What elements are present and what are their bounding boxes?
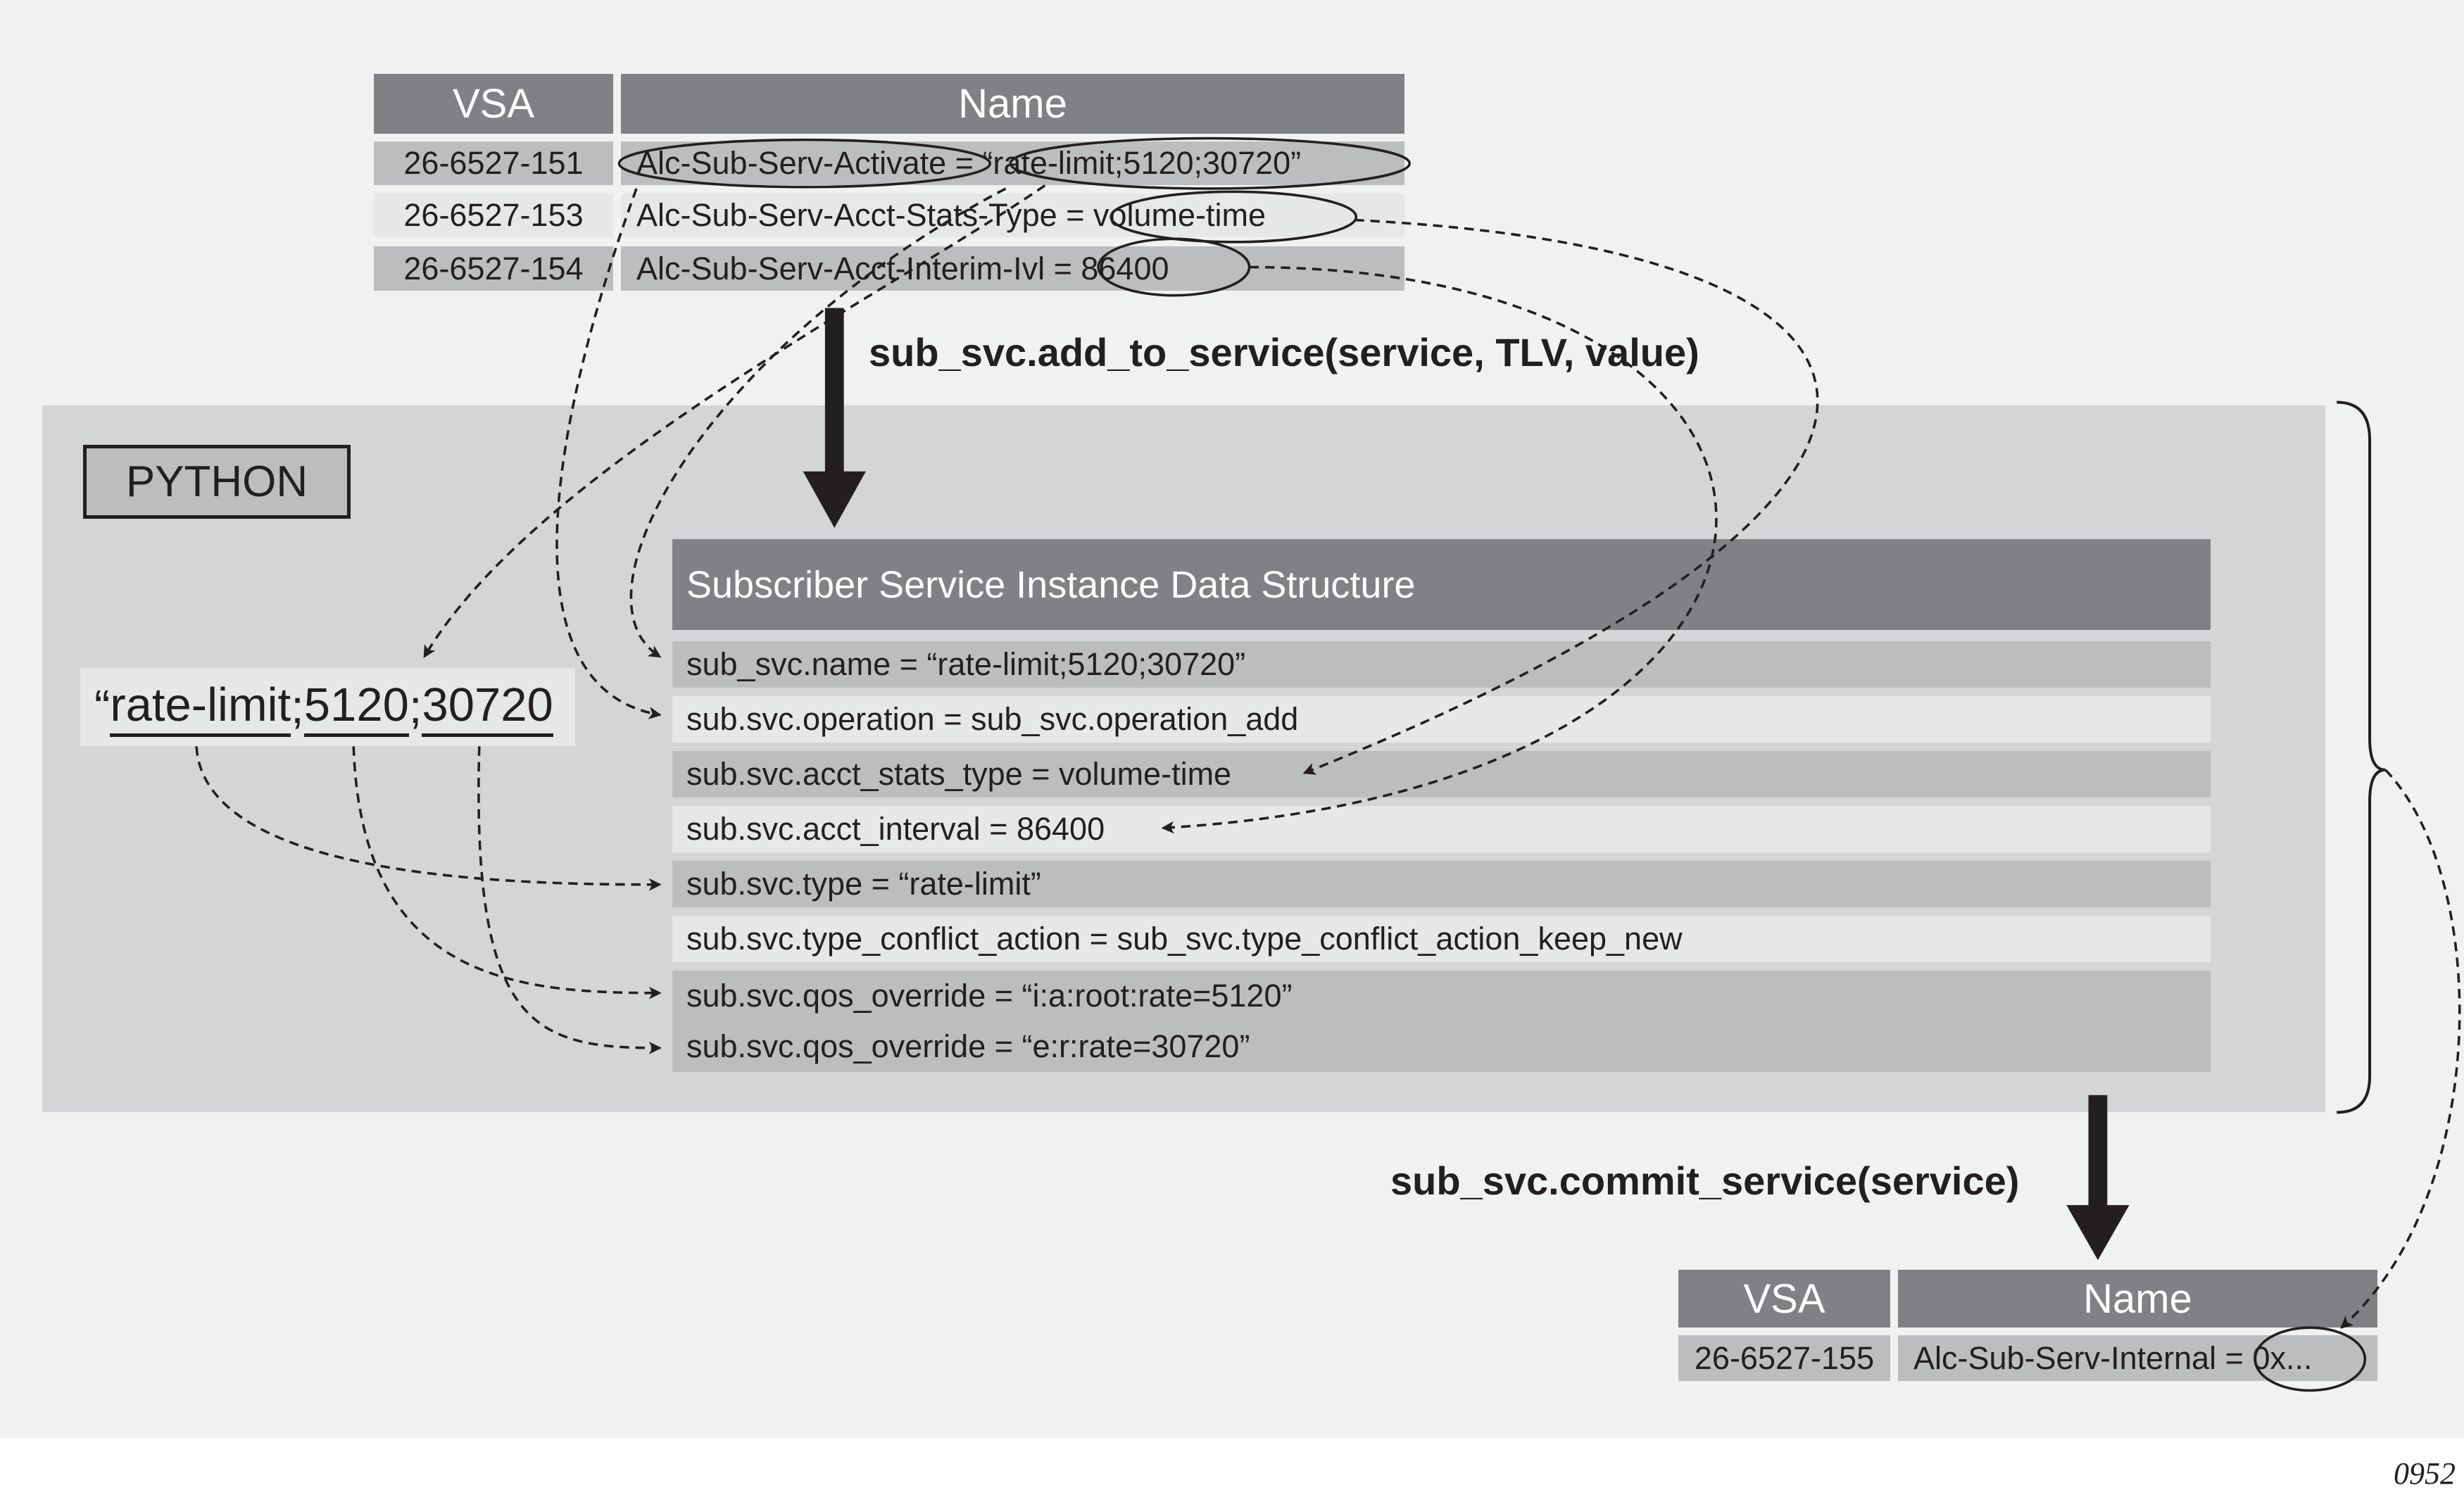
top-table-header-name: Name [621, 74, 1404, 134]
bottom-table-vsa-155: 26-6527-155 [1678, 1335, 1890, 1381]
highlight-activate [617, 138, 992, 189]
dashed-arrow-value-to-string [423, 184, 1046, 659]
highlight-0x [2254, 1326, 2367, 1392]
highlight-86400 [1097, 237, 1251, 297]
dashed-arrow-activate-to-operation [555, 188, 662, 719]
struct-row-acct-stats-type: sub.svc.acct_stats_type = volume-time [672, 751, 2211, 797]
struct-row-qos-ingress: sub.svc.qos_override = “i:a:root:rate=51… [686, 978, 1293, 1014]
string-separator: ; [408, 681, 422, 733]
parsed-string-box: “rate-limit;5120;30720 [80, 668, 575, 746]
string-quote: “ [94, 681, 111, 733]
top-table-vsa-154: 26-6527-154 [374, 246, 613, 291]
python-label: PYTHON [83, 445, 351, 519]
string-part-5120: 5120 [303, 678, 409, 737]
bottom-table-header-vsa: VSA [1678, 1270, 1890, 1327]
figure-id: 0952 [2394, 1456, 2456, 1491]
commit-service-call-label: sub_svc.commit_service(service) [1390, 1159, 2020, 1203]
struct-row-type: sub.svc.type = “rate-limit” [672, 861, 2211, 907]
arrow-commit-head [2066, 1205, 2130, 1261]
highlight-rate-limit-value [1009, 137, 1412, 190]
bottom-table-header-name: Name [1898, 1270, 2377, 1327]
struct-row-operation: sub.svc.operation = sub_svc.operation_ad… [672, 696, 2211, 743]
arrow-commit-shaft [2088, 1095, 2108, 1212]
top-table-name-151: Alc-Sub-Serv-Activate = “rate-limit;5120… [621, 141, 1404, 185]
struct-row-acct-interval: sub.svc.acct_interval = 86400 [672, 806, 2211, 852]
struct-row-qos-egress: sub.svc.qos_override = “e:r:rate=30720” [686, 1028, 1250, 1064]
dashed-arrow-5120-to-ingress [352, 746, 662, 999]
dashed-arrow-value-to-name [629, 187, 1007, 658]
highlight-volume-time [1110, 190, 1358, 244]
struct-row-name: sub_svc.name = “rate-limit;5120;30720” [672, 641, 2211, 688]
arrow-add-head [803, 471, 866, 529]
struct-row-qos-overrides: sub.svc.qos_override = “i:a:root:rate=51… [672, 971, 2211, 1072]
struct-title: Subscriber Service Instance Data Structu… [672, 539, 2211, 630]
arrow-add-shaft [824, 308, 844, 481]
top-table-vsa-151: 26-6527-151 [374, 141, 613, 185]
dashed-arrow-volume-time [1302, 218, 1819, 775]
dashed-arrow-bracket-to-internal [2340, 769, 2461, 1329]
dashed-arrow-86400 [1161, 265, 1718, 834]
add-to-service-call-label: sub_svc.add_to_service(service, TLV, val… [869, 330, 1699, 374]
top-table-vsa-153: 26-6527-153 [374, 194, 613, 237]
dashed-arrow-30720-to-egress [477, 746, 662, 1054]
struct-row-type-conflict-action: sub.svc.type_conflict_action = sub_svc.t… [672, 916, 2211, 962]
python-scope-bracket [2337, 400, 2386, 1114]
string-separator: ; [291, 681, 304, 733]
bottom-table-name-155: Alc-Sub-Serv-Internal = 0x... [1898, 1335, 2377, 1381]
string-part-30720: 30720 [422, 678, 553, 737]
dashed-arrow-rate-limit-to-type [195, 746, 662, 891]
top-table-name-153: Alc-Sub-Serv-Acct-Stats-Type = volume-ti… [621, 194, 1404, 237]
string-part-rate-limit: rate-limit [110, 678, 291, 737]
top-table-header-vsa: VSA [374, 74, 613, 134]
